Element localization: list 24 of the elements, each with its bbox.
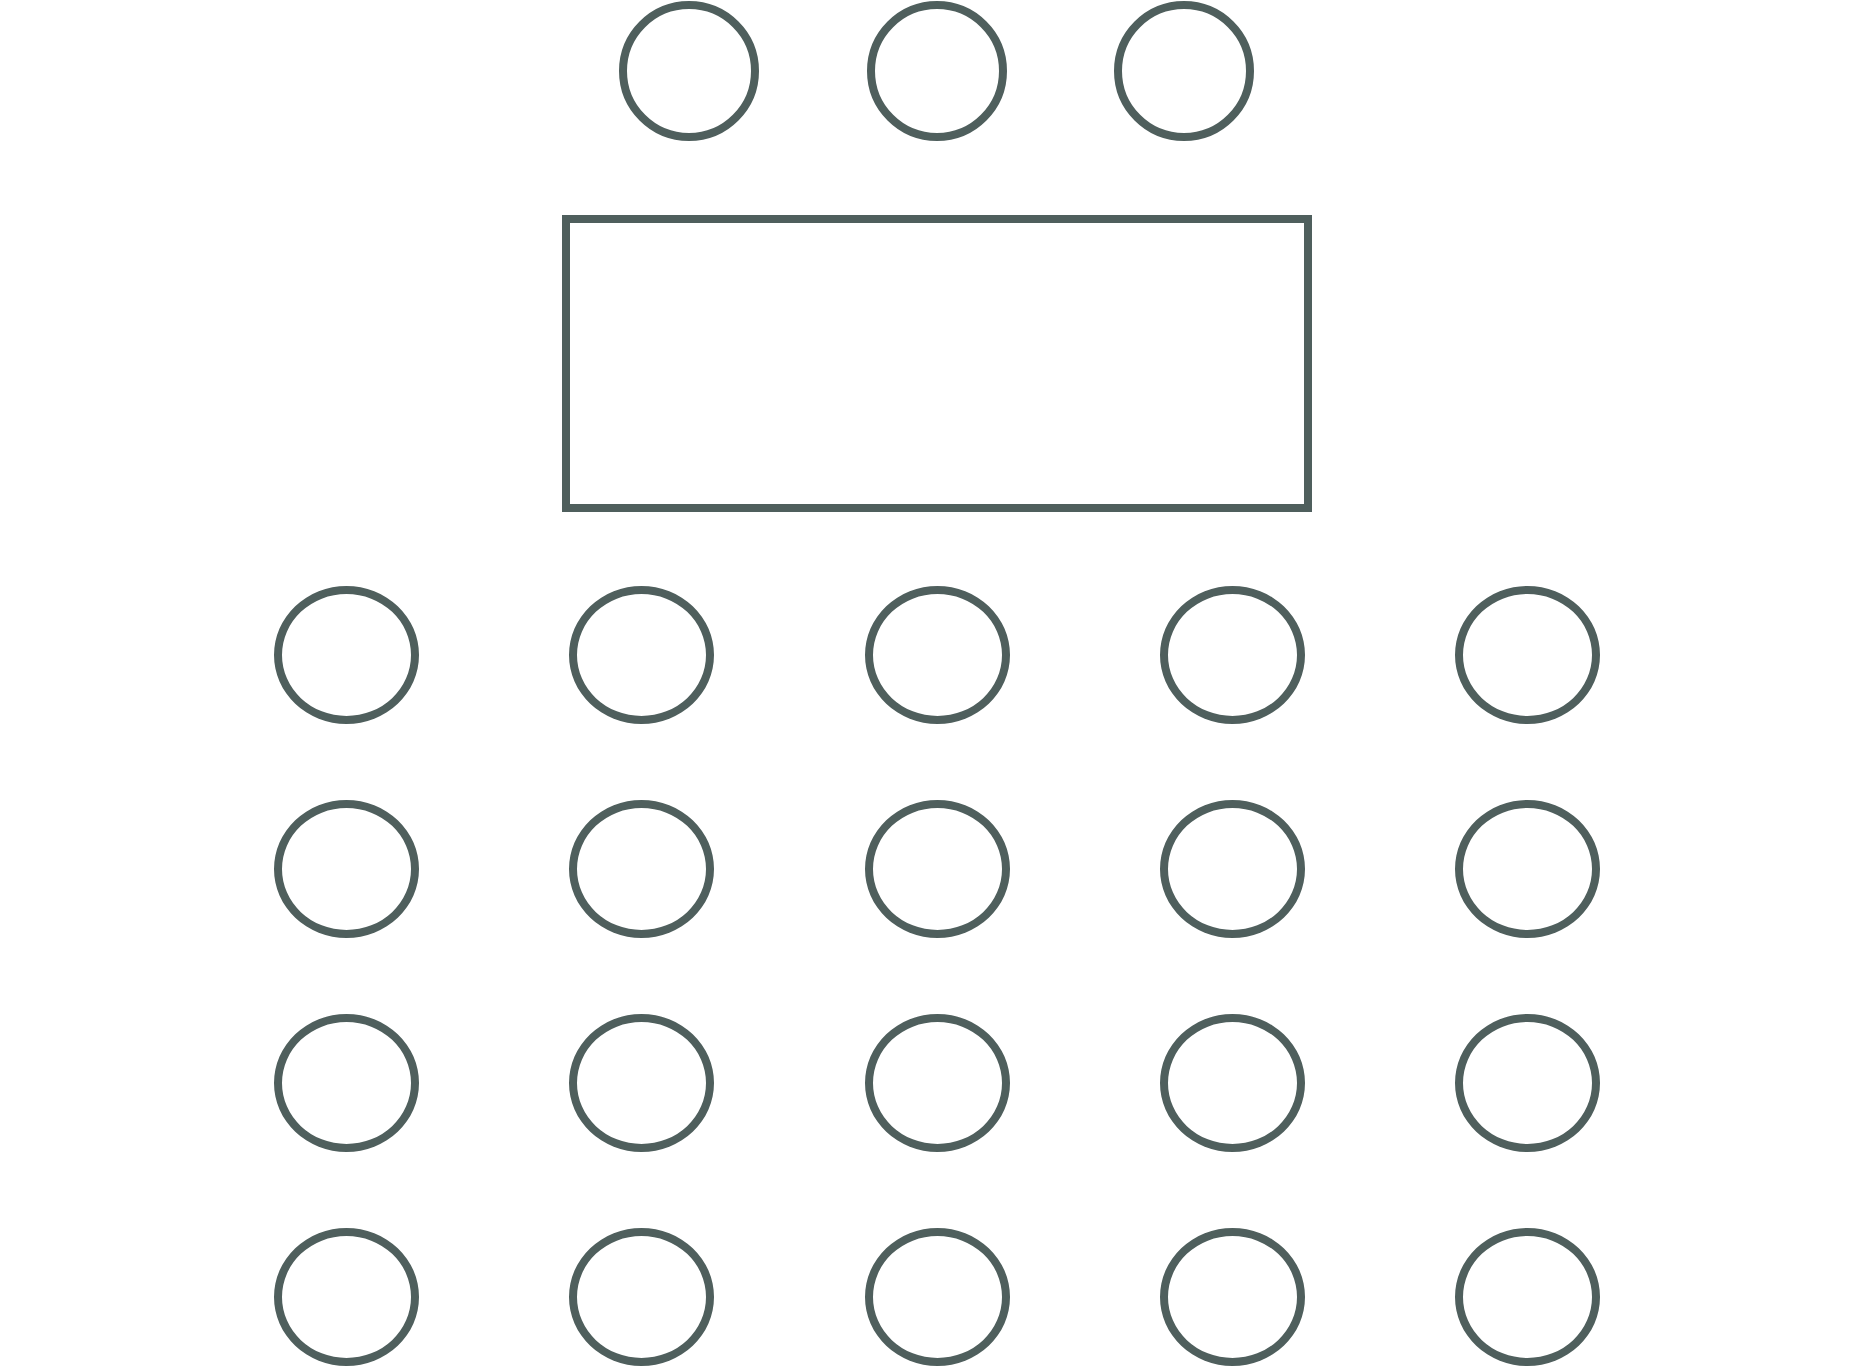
seat-circle xyxy=(864,586,1010,724)
seat-circle xyxy=(1114,1,1254,141)
seat-circle xyxy=(1454,586,1600,724)
seat-circle xyxy=(568,1014,714,1152)
seat-circle xyxy=(619,1,759,141)
seat-circle xyxy=(273,800,419,938)
table-rectangle xyxy=(562,214,1312,512)
seat-circle xyxy=(1159,1228,1305,1366)
seat-circle xyxy=(273,1014,419,1152)
seat-circle xyxy=(1454,800,1600,938)
seat-circle xyxy=(1159,800,1305,938)
seat-circle xyxy=(864,800,1010,938)
seat-circle xyxy=(568,800,714,938)
seat-circle xyxy=(273,1228,419,1366)
seat-circle xyxy=(864,1014,1010,1152)
seat-circle xyxy=(568,1228,714,1366)
seat-circle xyxy=(273,586,419,724)
seat-circle xyxy=(1454,1228,1600,1366)
seat-circle xyxy=(568,586,714,724)
seat-circle xyxy=(1159,1014,1305,1152)
seat-circle xyxy=(1159,586,1305,724)
seat-circle xyxy=(867,1,1007,141)
seat-circle xyxy=(1454,1014,1600,1152)
seat-circle xyxy=(864,1228,1010,1366)
